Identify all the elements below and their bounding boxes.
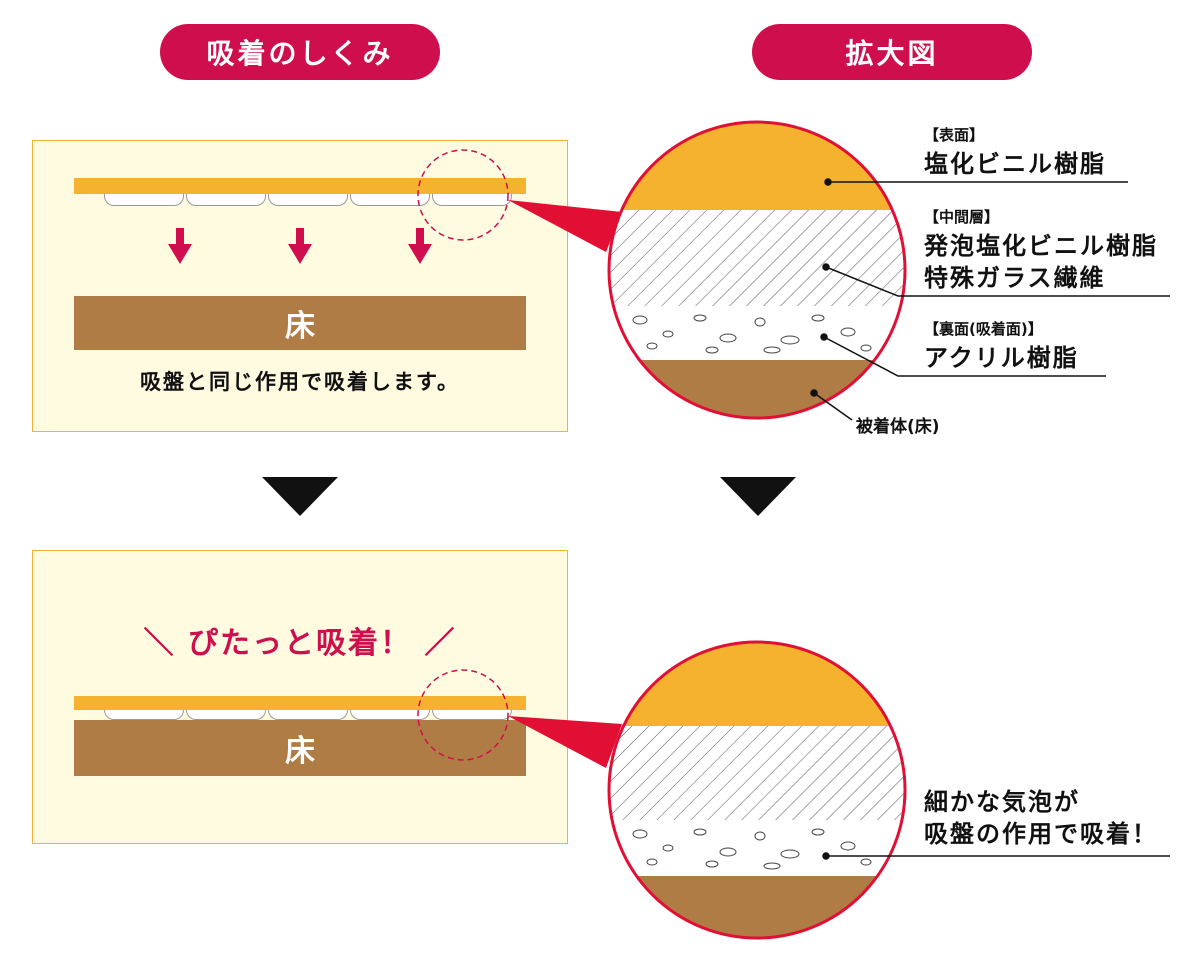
callout-wedge [508, 716, 622, 768]
down-arrow-icon [288, 228, 312, 264]
middle-material-2: 特殊ガラス繊維 [924, 264, 1106, 292]
bottom-panel-headline: ＼ ぴたっと吸着！ ／ [143, 626, 457, 661]
bubble-note-1: 細かな気泡が [924, 788, 1080, 816]
middle-material-1: 発泡塩化ビニル樹脂 [924, 232, 1158, 260]
down-triangle-icon [720, 477, 796, 516]
zoom-circle [607, 120, 907, 420]
adherend-label: 被着体(床) [856, 417, 940, 437]
zoom-cross-section [609, 642, 905, 938]
floor-block: 床 [74, 720, 526, 776]
zoom-cross-section [609, 122, 905, 418]
callout-wedge [508, 200, 622, 252]
surface-tag: 【表面】 [924, 126, 985, 144]
down-arrow-icon [168, 228, 192, 264]
back-material: アクリル樹脂 [924, 344, 1079, 372]
zoom-header: 拡大図 [752, 24, 1032, 80]
magnify-circle [417, 669, 509, 761]
mechanism-header: 吸着のしくみ [160, 24, 440, 80]
magnify-circle [417, 149, 509, 241]
floor-block: 床 [74, 296, 526, 350]
down-triangle-icon [262, 477, 338, 516]
top-panel-caption: 吸盤と同じ作用で吸着します。 [140, 370, 460, 394]
zoom-circle [607, 640, 907, 940]
surface-material: 塩化ビニル樹脂 [924, 150, 1106, 178]
bubble-note-2: 吸盤の作用で吸着！ [924, 820, 1158, 848]
middle-tag: 【中間層】 [924, 208, 1000, 226]
back-tag: 【裏面(吸着面)】 [924, 320, 1043, 338]
down-arrow-icon [408, 228, 432, 264]
mat-surface-bar [74, 696, 526, 710]
mat-surface-bar [74, 178, 526, 194]
